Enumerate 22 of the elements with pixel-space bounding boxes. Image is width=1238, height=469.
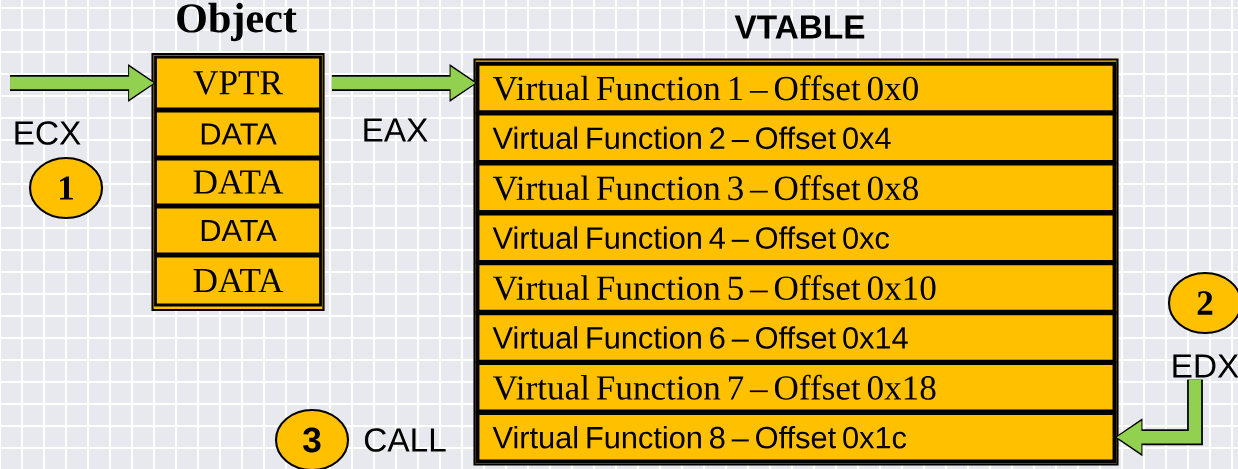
register-label: EDX [1173,354,1238,378]
table-row: Virtual Function 1 – Offset 0x0 [475,61,1117,115]
table-row: Virtual Function 3 – Offset 0x8 [475,161,1117,214]
step-number: 1 [28,156,104,220]
register-label: CALL [364,428,446,452]
table-row: Virtual Function 7 – Offset 0x18 [475,361,1117,414]
table-row: VPTR [154,55,322,111]
table-heading: VTABLE [734,15,865,39]
step-number: 3 [274,408,350,469]
table-row: Virtual Function 4 – Offset 0xc [475,211,1117,264]
register-label: EAX [364,118,428,142]
step-number: 2 [1167,271,1238,335]
table-row: Virtual Function 2 – Offset 0x4 [475,111,1117,164]
table-row: Virtual Function 5 – Offset 0x10 [475,261,1117,314]
table-row: Virtual Function 8 – Offset 0x1c [475,411,1117,464]
register-label: ECX [15,121,81,145]
table-row: DATA [154,109,322,159]
table-row: Virtual Function 6 – Offset 0x14 [475,311,1117,364]
table-row: DATA [154,205,322,256]
table-heading: Object [177,2,297,42]
table-row: DATA [154,157,322,207]
table-row: DATA [154,254,322,307]
